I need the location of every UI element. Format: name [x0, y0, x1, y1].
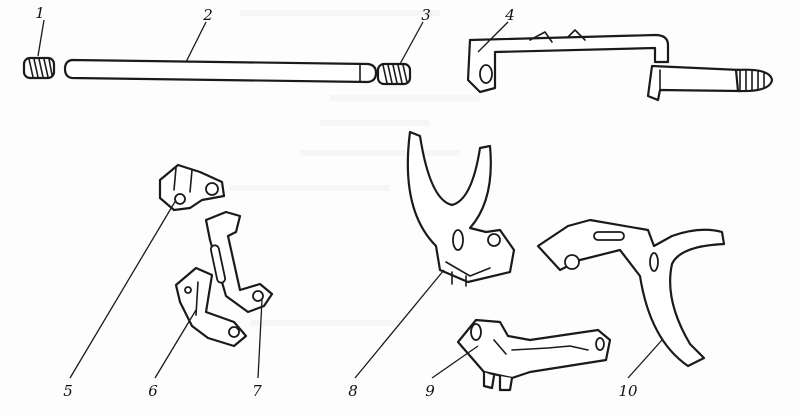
callout-9: 9	[425, 382, 435, 400]
leader-8	[354, 269, 445, 379]
callout-labels: 1 2 3 4 5 6 7 8 9 10	[35, 4, 638, 400]
part-4-rod-bracket	[466, 29, 774, 102]
part-2-shaft	[63, 58, 378, 84]
part-1-spring	[22, 56, 56, 80]
leader-2	[185, 21, 207, 63]
callout-3: 3	[421, 6, 431, 24]
part-8-shift-fork	[406, 130, 516, 287]
leader-4	[477, 21, 509, 53]
part-3-spring	[376, 62, 412, 86]
leader-10	[627, 339, 663, 379]
leader-7	[257, 299, 263, 379]
leader-lines	[37, 19, 663, 379]
part-5-bracket	[158, 163, 226, 212]
callout-2: 2	[202, 6, 213, 24]
callout-7: 7	[252, 382, 262, 400]
part-7-bracket	[204, 210, 274, 314]
callout-6: 6	[148, 382, 158, 400]
part-6-plate	[174, 266, 248, 348]
callout-1: 1	[35, 4, 45, 22]
callout-8: 8	[348, 382, 358, 400]
callout-5: 5	[63, 382, 73, 400]
background-texture	[230, 10, 480, 326]
callout-10: 10	[618, 382, 638, 400]
part-9-selector-plate	[456, 318, 612, 392]
part-10-shift-fork	[536, 218, 726, 368]
leader-9	[431, 345, 479, 379]
leader-5	[69, 199, 177, 379]
leader-1	[37, 19, 45, 57]
leader-6	[154, 309, 197, 379]
leader-3	[399, 21, 424, 65]
callout-4: 4	[504, 6, 515, 24]
